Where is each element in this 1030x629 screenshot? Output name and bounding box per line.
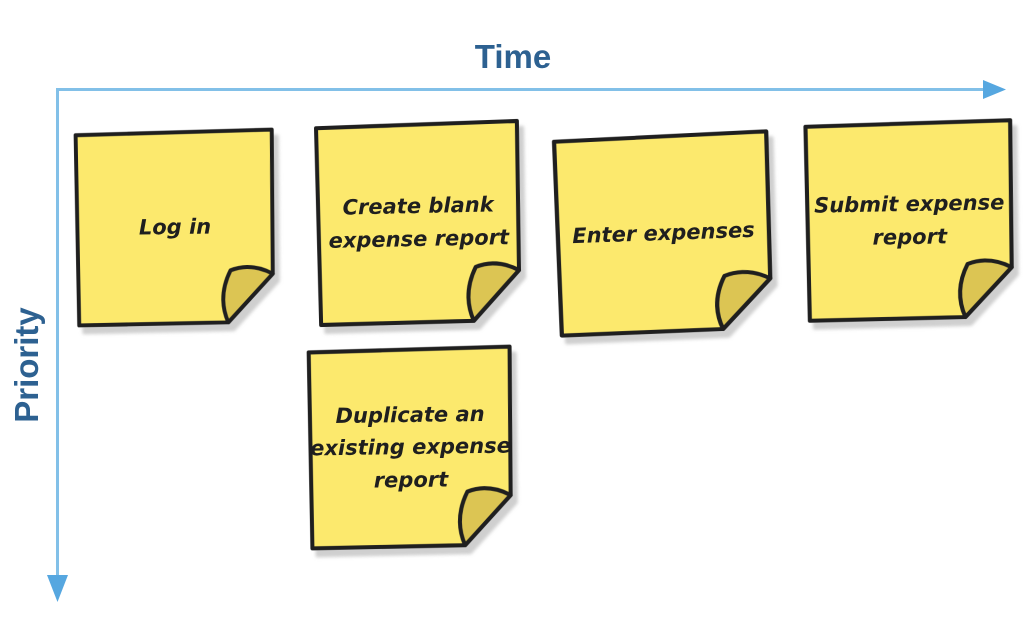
sticky-note-label: Enter expenses (571, 218, 756, 249)
sticky-note-shape (73, 127, 275, 328)
sticky-note-log-in: Log in (71, 126, 280, 330)
sticky-note-shape (551, 129, 773, 338)
folded-corner (958, 258, 1014, 320)
folded-corner (221, 265, 275, 325)
sticky-note-enter-expenses: Enter expenses (548, 127, 778, 340)
sticky-note-duplicate-an-existing-expense-report: Duplicate an existing expense report (304, 343, 518, 553)
priority-axis-arrowhead-icon (47, 575, 68, 602)
sticky-note-create-blank-expense-report: Create blank expense report (311, 117, 526, 329)
sticky-note-label: Submit expense report (813, 190, 1005, 250)
time-axis-label: Time (474, 38, 552, 75)
sticky-note-shape (314, 118, 521, 328)
folded-corner (715, 270, 773, 331)
time-axis-arrowhead-icon (983, 80, 1006, 99)
sticky-note-shape (803, 118, 1014, 323)
sticky-note-label: Log in (138, 214, 212, 240)
folded-corner (457, 486, 513, 548)
sticky-note-label: Duplicate an existing expense report (309, 401, 512, 493)
priority-axis-label: Priority (8, 307, 45, 423)
sticky-note-label: Create blank expense report (328, 192, 510, 253)
folded-corner (466, 261, 521, 323)
sticky-note-shape (306, 344, 513, 551)
sticky-note-submit-expense-report: Submit expense report (800, 116, 1019, 325)
